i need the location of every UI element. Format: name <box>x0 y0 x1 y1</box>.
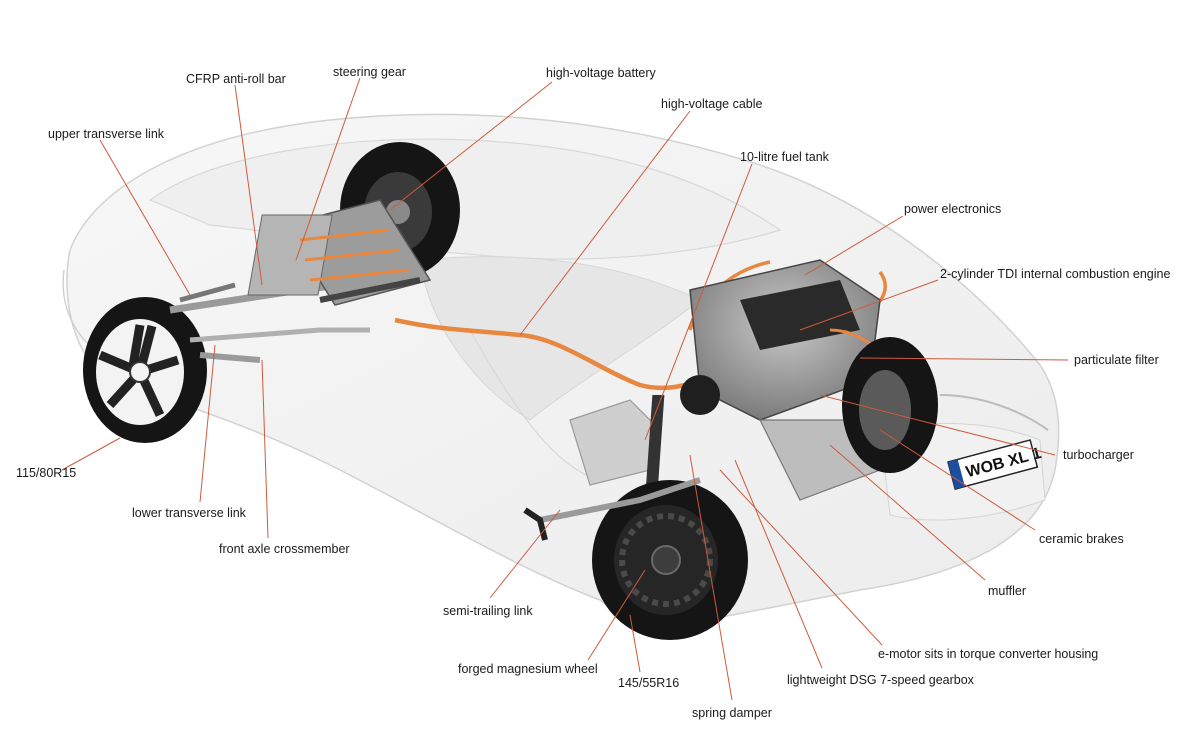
leader-steering-gear <box>295 77 361 261</box>
cabin-floor <box>419 256 701 421</box>
label-spring-damper: spring damper <box>692 706 772 720</box>
door-line <box>469 329 601 481</box>
leader-dsg-gearbox <box>734 459 823 669</box>
leader-front-tyre <box>61 437 121 471</box>
leader-lower-transverse-link <box>199 344 216 503</box>
label-steering-gear: steering gear <box>333 65 406 79</box>
leader-fuel-tank <box>644 163 753 441</box>
label-power-electronics: power electronics <box>904 202 1002 216</box>
leader-e-motor <box>719 469 883 646</box>
label-turbocharger: turbocharger <box>1063 448 1134 462</box>
label-front-tyre: 115/80R15 <box>16 466 77 480</box>
leader-cfrp-anti-roll-bar <box>234 84 263 286</box>
tow-hook <box>523 507 548 541</box>
leader-ceramic-brakes <box>879 429 1036 531</box>
rear-trailing-link <box>539 477 701 523</box>
leader-spring-damper <box>689 454 733 701</box>
leader-high-voltage-battery <box>389 81 553 211</box>
label-e-motor: e-motor sits in torque converter housing <box>878 647 1099 661</box>
leader-muffler <box>829 444 986 581</box>
leader-semi-trailing-link <box>489 509 561 599</box>
label-front-axle-crossmember: front axle crossmember <box>219 542 350 556</box>
label-dsg-gearbox: lightweight DSG 7-speed gearbox <box>787 673 974 687</box>
label-lower-transverse-link: lower transverse link <box>132 506 246 520</box>
label-high-voltage-battery: high-voltage battery <box>546 66 656 80</box>
leader-forged-wheel <box>587 569 646 661</box>
leader-upper-transverse-link <box>99 139 191 296</box>
label-tdi-engine: 2-cylinder TDI internal combustion engin… <box>940 267 1171 281</box>
battery-pack <box>247 199 432 306</box>
leader-lines <box>61 77 1069 701</box>
label-muffler: muffler <box>988 584 1026 598</box>
leader-power-electronics <box>804 215 904 276</box>
label-cfrp-anti-roll-bar: CFRP anti-roll bar <box>186 72 286 86</box>
label-particulate-filter: particulate filter <box>1074 353 1159 367</box>
leader-tdi-engine <box>799 279 939 331</box>
rear-right-wheel <box>842 337 938 473</box>
leader-high-voltage-cable <box>519 110 691 336</box>
rear-left-wheel <box>592 480 748 640</box>
label-upper-transverse-link: upper transverse link <box>48 127 165 141</box>
high-voltage-cable-line <box>394 317 706 391</box>
leader-front-axle-crossmember <box>261 359 269 539</box>
leader-rear-tyre <box>629 614 641 673</box>
label-ceramic-brakes: ceramic brakes <box>1039 532 1124 546</box>
front-left-wheel <box>83 297 207 443</box>
leader-turbocharger <box>819 394 1056 456</box>
label-rear-tyre: 145/55R16 <box>618 676 680 690</box>
leader-particulate-filter <box>859 357 1069 361</box>
label-semi-trailing-link: semi-trailing link <box>443 604 533 618</box>
label-fuel-tank: 10-litre fuel tank <box>740 150 829 164</box>
rear-light <box>939 394 1049 431</box>
label-forged-wheel: forged magnesium wheel <box>458 662 598 676</box>
label-high-voltage-cable: high-voltage cable <box>661 97 763 111</box>
